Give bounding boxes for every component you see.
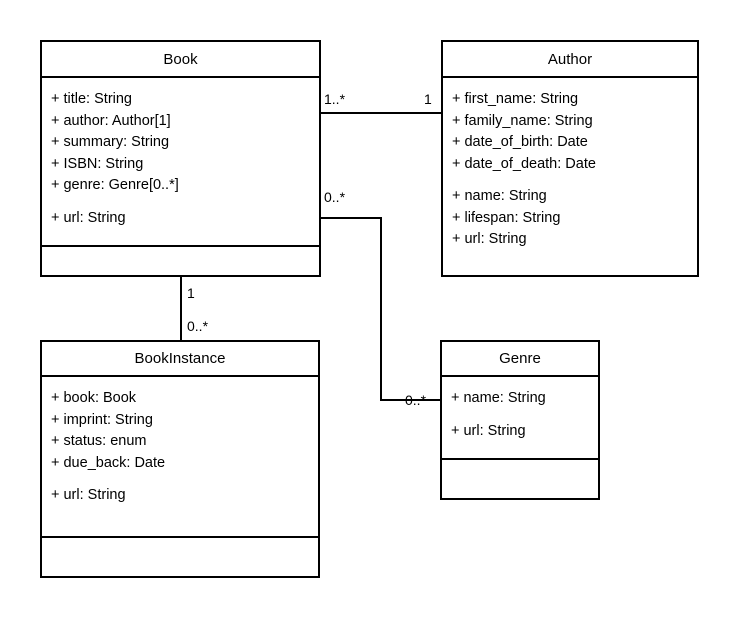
attribute-line: + name: String (451, 390, 546, 406)
attribute-line: + genre: Genre[0..*] (51, 177, 179, 193)
class-attributes-bookinstance: + book: Book + imprint: String + status:… (42, 377, 318, 538)
class-box-book[interactable]: Book + title: String + author: Author[1]… (40, 40, 321, 277)
attribute-line: + author: Author[1] (51, 112, 171, 129)
attribute-line: + status: enum (51, 433, 147, 449)
attribute-line: + summary: String (51, 134, 170, 150)
multiplicity-book-bookinstance-source: 1 (187, 285, 195, 301)
class-box-author[interactable]: Author + first_name: String + family_nam… (441, 40, 699, 277)
class-operations-book (42, 247, 319, 275)
attribute-separator (452, 175, 688, 186)
multiplicity-book-author-source: 1..* (324, 91, 346, 107)
attribute-line: + url: String (452, 231, 527, 247)
attribute-line: + family_name: String (452, 112, 593, 129)
class-operations-bookinstance (42, 538, 318, 576)
multiplicity-book-author-target: 1 (424, 91, 432, 107)
class-attributes-author: + first_name: String + family_name: Stri… (443, 78, 697, 275)
attribute-line: + url: String (51, 487, 126, 503)
attribute-line: + name: String (452, 188, 547, 204)
attribute-line: + lifespan: String (452, 209, 561, 226)
attribute-line: + url: String (51, 209, 126, 226)
class-attributes-genre: + name: String + url: String (442, 377, 598, 460)
attribute-line: + title: String (51, 91, 132, 107)
attribute-line: + due_back: Date (51, 454, 166, 471)
multiplicity-book-genre-source: 0..* (324, 189, 346, 205)
attribute-separator (51, 474, 309, 485)
multiplicity-book-genre-target: 0..* (405, 392, 427, 408)
attribute-separator (451, 410, 589, 421)
attribute-line: + date_of_birth: Date (452, 134, 588, 150)
class-operations-genre (442, 460, 598, 498)
attribute-line: + book: Book (51, 390, 137, 406)
attribute-line: + date_of_death: Date (452, 155, 596, 172)
attribute-line: + imprint: String (51, 411, 153, 428)
class-name-genre: Genre (442, 342, 598, 377)
class-name-book: Book (42, 42, 319, 78)
attribute-line: + url: String (451, 422, 526, 439)
attribute-separator (51, 197, 310, 208)
class-name-bookinstance: BookInstance (42, 342, 318, 377)
class-name-author: Author (443, 42, 697, 78)
class-box-genre[interactable]: Genre + name: String + url: String (440, 340, 600, 500)
class-attributes-book: + title: String + author: Author[1] + su… (42, 78, 319, 247)
attribute-line: + first_name: String (452, 91, 579, 107)
multiplicity-book-bookinstance-target: 0..* (187, 318, 209, 334)
class-box-bookinstance[interactable]: BookInstance + book: Book + imprint: Str… (40, 340, 320, 578)
attribute-line: + ISBN: String (51, 155, 144, 172)
association-line-book-genre (320, 217, 441, 401)
